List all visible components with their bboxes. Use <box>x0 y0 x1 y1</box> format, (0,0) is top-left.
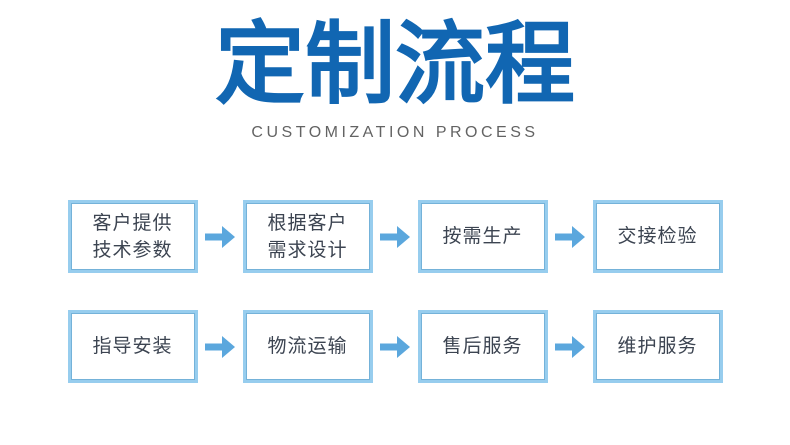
flow-step-label: 按需生产 <box>442 226 523 247</box>
flow-row-1: 客户提供 技术参数 根据客户 需求设计 按需生产 交接检验 <box>0 200 790 273</box>
right-arrow-icon <box>373 335 418 358</box>
process-flow: 客户提供 技术参数 根据客户 需求设计 按需生产 交接检验 指导 <box>0 200 790 383</box>
header: 定制流程 CUSTOMIZATION PROCESS <box>0 0 790 142</box>
right-arrow-icon <box>373 225 418 248</box>
flow-step: 交接检验 <box>592 200 723 273</box>
flow-step-label: 维护服务 <box>617 336 698 357</box>
flow-step-label: 售后服务 <box>442 336 523 357</box>
right-arrow-icon <box>198 335 243 358</box>
flow-step: 售后服务 <box>417 310 548 383</box>
right-arrow-icon <box>548 335 593 358</box>
page-subtitle: CUSTOMIZATION PROCESS <box>251 124 539 141</box>
flow-step: 物流运输 <box>242 310 373 383</box>
flow-step-label: 物流运输 <box>267 336 348 357</box>
flow-step: 维护服务 <box>592 310 723 383</box>
page-title: 定制流程 <box>215 15 575 115</box>
flow-step-label: 交接检验 <box>617 226 698 247</box>
flow-step: 根据客户 需求设计 <box>242 200 373 273</box>
right-arrow-icon <box>198 225 243 248</box>
right-arrow-icon <box>548 225 593 248</box>
flow-step-label: 根据客户 需求设计 <box>267 212 348 261</box>
flow-step: 指导安装 <box>67 310 198 383</box>
flow-step-label: 指导安装 <box>92 336 173 357</box>
flow-row-2: 指导安装 物流运输 售后服务 维护服务 <box>0 310 790 383</box>
flow-step-label: 客户提供 技术参数 <box>92 212 173 261</box>
flow-step: 客户提供 技术参数 <box>67 200 198 273</box>
flow-step: 按需生产 <box>417 200 548 273</box>
